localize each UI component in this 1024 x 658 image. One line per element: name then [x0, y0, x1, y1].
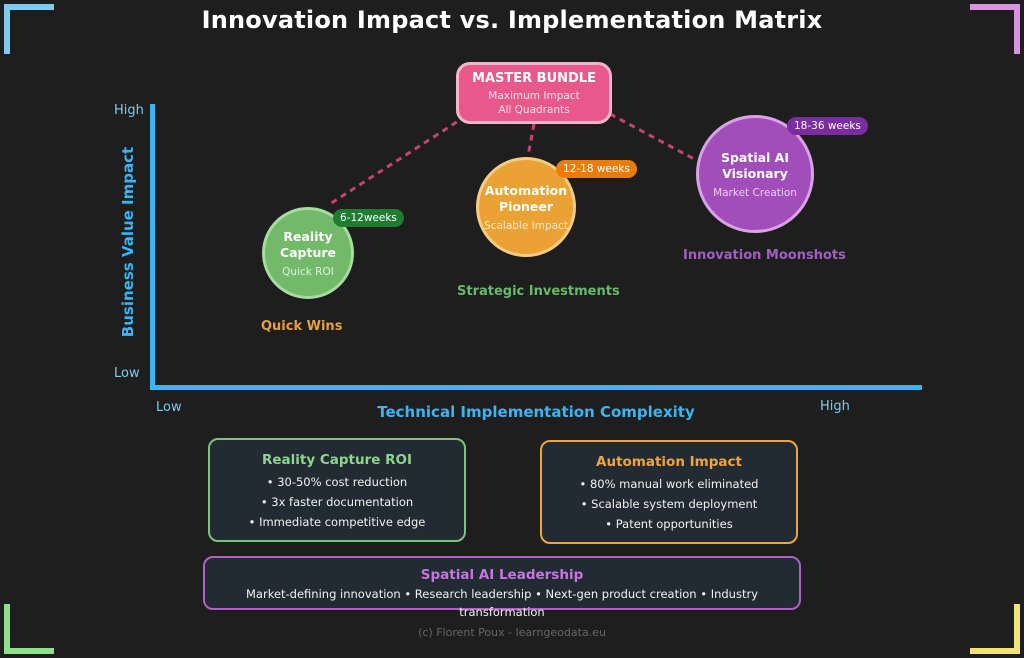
card-title: Spatial AI Leadership — [420, 567, 584, 583]
footer-copyright: (c) Florent Poux - learngeodata.eu — [418, 626, 606, 639]
master-bundle-title: MASTER BUNDLE — [472, 71, 596, 86]
card-item: • Immediate competitive edge — [248, 515, 426, 529]
card-item: • 30-50% cost reduction — [266, 475, 408, 489]
page-title: Innovation Impact vs. Implementation Mat… — [201, 6, 823, 34]
quadrant-label-quick-wins: Quick Wins — [261, 319, 343, 334]
connector-master-reality — [329, 114, 467, 206]
card-automation-impact: Automation Impact • 80% manual work elim… — [540, 440, 798, 544]
duration-tag-automation-pioneer: 12-18 weeks — [556, 160, 637, 178]
bubble-automation-pioneer: Automation Pioneer Scalable Impact — [476, 157, 576, 257]
bubble-subtitle: Quick ROI — [282, 265, 334, 278]
quadrant-label-innovation-moonshots: Innovation Moonshots — [683, 248, 846, 263]
corner-bracket-top-right — [970, 4, 1020, 54]
x-axis-label: Technical Implementation Complexity — [377, 403, 695, 421]
card-title: Automation Impact — [596, 454, 742, 470]
bubble-name: Automation Pioneer — [484, 182, 568, 214]
bubble-reality-capture: Reality Capture Quick ROI — [262, 207, 354, 299]
master-bundle-line2: All Quadrants — [498, 104, 570, 116]
bubble-name: Reality Capture — [279, 228, 337, 260]
bubble-subtitle: Market Creation — [713, 186, 797, 199]
master-bundle-box: MASTER BUNDLE Maximum Impact All Quadran… — [456, 62, 612, 124]
corner-bracket-bottom-left — [4, 604, 54, 654]
card-reality-capture-roi: Reality Capture ROI • 30-50% cost reduct… — [208, 438, 466, 542]
duration-tag-spatial-ai-visionary: 18-36 weeks — [787, 117, 868, 135]
bubble-subtitle: Scalable Impact — [484, 219, 568, 232]
x-axis — [150, 385, 922, 390]
x-tick-low: Low — [156, 400, 182, 415]
bubble-name: Spatial AI Visionary — [720, 149, 790, 181]
quadrant-label-strategic-investments: Strategic Investments — [457, 284, 620, 299]
master-bundle-line1: Maximum Impact — [488, 90, 580, 102]
card-item: • Patent opportunities — [605, 517, 733, 531]
x-tick-high: High — [820, 399, 850, 414]
y-axis — [150, 104, 155, 390]
card-item: • 3x faster documentation — [260, 495, 414, 509]
y-axis-label: Business Value Impact — [119, 146, 137, 338]
card-item: • 80% manual work eliminated — [579, 477, 759, 491]
card-item: • Scalable system deployment — [580, 497, 758, 511]
y-tick-high: High — [114, 103, 144, 118]
y-tick-low: Low — [114, 366, 140, 381]
card-title: Reality Capture ROI — [261, 452, 413, 468]
corner-bracket-bottom-right — [970, 604, 1020, 654]
card-text: Market-defining innovation • Research le… — [246, 587, 758, 619]
card-spatial-ai-leadership: Spatial AI Leadership Market-defining in… — [203, 556, 801, 619]
connector-master-spatial — [609, 112, 697, 162]
duration-tag-reality-capture: 6-12weeks — [333, 209, 404, 227]
connector-master-automation — [526, 123, 536, 157]
corner-bracket-top-left — [4, 4, 54, 54]
